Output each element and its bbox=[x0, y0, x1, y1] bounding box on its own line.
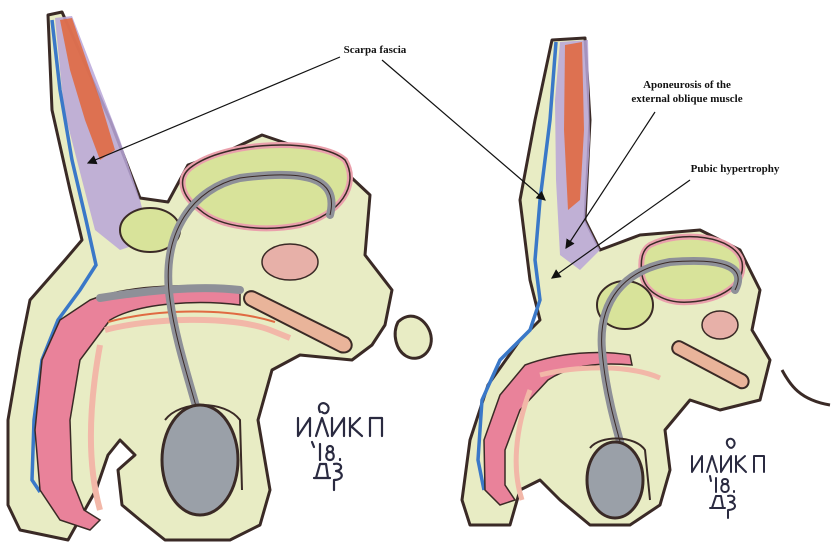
right-signature bbox=[692, 439, 764, 518]
left-anatomical-figure bbox=[8, 12, 431, 540]
right-prostate bbox=[702, 311, 738, 339]
left-testis bbox=[162, 405, 238, 515]
label-scarpa-fascia: Scarpa fascia bbox=[330, 43, 420, 57]
right-anatomical-figure bbox=[462, 38, 830, 525]
left-small-fat-blob bbox=[395, 316, 431, 358]
label-scarpa-fascia-text: Scarpa fascia bbox=[344, 44, 407, 56]
label-aponeurosis-line1: Aponeurosis of the bbox=[612, 78, 762, 92]
left-prostate bbox=[262, 244, 318, 280]
label-pubic-hypertrophy: Pubic hypertrophy bbox=[680, 162, 790, 176]
label-aponeurosis: Aponeurosis of the external oblique musc… bbox=[612, 78, 762, 106]
left-signature bbox=[298, 403, 382, 490]
right-testis bbox=[587, 442, 643, 518]
right-fragment-line bbox=[782, 370, 830, 405]
label-aponeurosis-line2: external oblique muscle bbox=[612, 92, 762, 106]
label-pubic-hypertrophy-text: Pubic hypertrophy bbox=[691, 163, 780, 175]
arrow-scarpa-right bbox=[382, 60, 545, 200]
